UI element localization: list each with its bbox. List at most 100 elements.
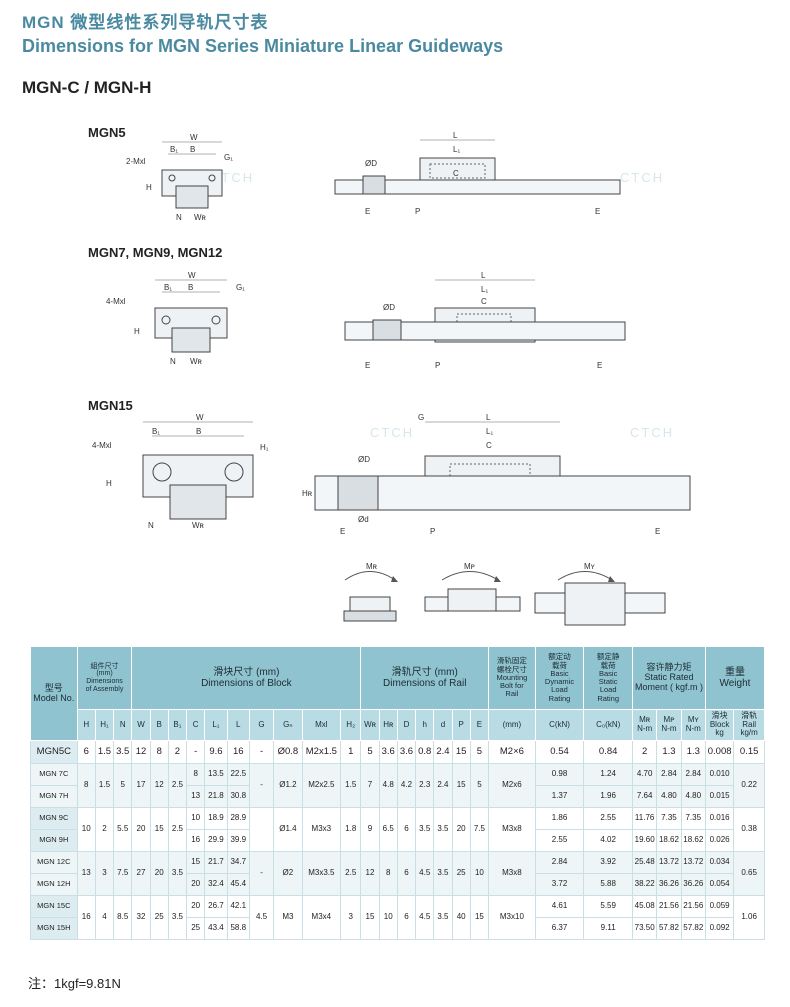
cell: M2×6: [488, 740, 536, 764]
cell: 6: [396, 807, 417, 852]
cell: 7.64: [631, 785, 658, 808]
model-cell: MGN 7C: [30, 763, 78, 786]
sub-header-cell: Mʀ N-m: [631, 709, 658, 741]
cell: 7: [360, 763, 380, 808]
cell: 13: [76, 851, 96, 896]
mgn7-12-front-drawing: W B B₁ G₁ 4-Mxl H N Wʀ: [106, 271, 245, 366]
cell: 6: [76, 740, 96, 764]
cell: 4.5: [248, 895, 275, 940]
cell: M3x10: [488, 895, 536, 940]
cell: 17: [131, 763, 151, 808]
cell: 1.5: [94, 740, 115, 764]
watermark: CTCH: [630, 425, 675, 440]
label-n: N: [170, 357, 176, 366]
cell: 32.4: [204, 873, 228, 896]
cell: -: [248, 740, 275, 764]
sub-header-cell: H: [76, 709, 96, 741]
cell: 20: [186, 895, 206, 918]
cell: 18.9: [204, 807, 228, 830]
cell: 0.092: [704, 917, 735, 940]
cell: 4.02: [583, 829, 633, 852]
cell: 20: [149, 851, 169, 896]
label-b: B: [188, 283, 193, 292]
sub-header-cell: N: [113, 709, 133, 741]
label-c: C: [486, 441, 492, 450]
table-row: MGN 9H 16 29.9 39.9 2.55 4.02 19.60 18.6…: [30, 829, 765, 852]
sub-header-cell: B: [149, 709, 169, 741]
cell: 36.26: [656, 873, 682, 896]
mgn15-side-drawing: L L₁ C G ØD Ød E P E Hʀ: [302, 413, 691, 536]
cell: 20: [131, 807, 151, 852]
label-c: C: [481, 297, 487, 306]
cell: 0.034: [704, 851, 735, 874]
cell: 5.59: [583, 895, 633, 918]
sub-header-cell: d: [433, 709, 453, 741]
label-e: E: [595, 207, 600, 216]
page-title-en: Dimensions for MGN Series Miniature Line…: [22, 36, 504, 56]
cell: 16: [226, 740, 250, 764]
label-p: P: [430, 527, 435, 536]
cell: 8: [378, 851, 398, 896]
label-e: E: [340, 527, 345, 536]
cell: 34.7: [226, 851, 250, 874]
label-wr: Wʀ: [192, 521, 205, 530]
table-row: MGN 15C 16 4 8.5 32 25 3.5 20 26.7 42.1 …: [30, 895, 765, 940]
cell: 5.88: [583, 873, 633, 896]
cell: 25: [186, 917, 206, 940]
cell: 3.5: [167, 851, 188, 896]
cell: 0.010: [704, 763, 735, 786]
cell: 2: [631, 740, 658, 764]
section-label-mgn7-12: MGN7, MGN9, MGN12: [88, 245, 223, 260]
cell: 0.008: [704, 740, 735, 764]
cell: 1.86: [534, 807, 585, 830]
model-cell: MGN 15H: [30, 917, 78, 940]
sub-header-cell: C: [186, 709, 206, 741]
cell: 2.84: [680, 763, 706, 786]
cell: 2.4: [433, 740, 453, 764]
label-n: N: [148, 521, 154, 530]
cell: Ø0.8: [273, 740, 303, 764]
label-e: E: [365, 361, 370, 370]
label-l: L: [453, 131, 458, 140]
cell: M3x3: [301, 807, 342, 852]
cell: 1.96: [583, 785, 633, 808]
cell: M2x6: [488, 763, 536, 808]
cell: 1.06: [733, 895, 765, 940]
section-label-mgn5: MGN5: [88, 125, 126, 140]
cell: 3.5: [433, 807, 453, 852]
cell: 1.24: [583, 763, 633, 786]
label-h: H: [134, 327, 140, 336]
cell: 4.61: [534, 895, 585, 918]
label-l1: L₁: [453, 145, 460, 154]
cell: 25.48: [631, 851, 658, 874]
cell: 2.84: [656, 763, 682, 786]
cell: 28.9: [226, 807, 250, 830]
label-my: Mʏ: [584, 562, 596, 571]
cell: 21.7: [204, 851, 228, 874]
cell: 15: [469, 895, 490, 940]
cell: 3: [94, 851, 115, 896]
cell: 4.5: [415, 851, 435, 896]
label-g1: G₁: [224, 153, 233, 162]
cell: 32: [131, 895, 151, 940]
cell: 18.62: [680, 829, 706, 852]
cell: 18.62: [656, 829, 682, 852]
cell: 15: [451, 763, 471, 808]
cell: 3.6: [378, 740, 398, 764]
label-p: P: [415, 207, 420, 216]
cell: 10: [378, 895, 398, 940]
cell: 2.5: [340, 851, 362, 896]
cell: M2x2.5: [301, 763, 342, 808]
cell: 1: [340, 740, 362, 764]
cell: M3x8: [488, 807, 536, 852]
cell: 10: [186, 807, 206, 830]
sub-header-cell: Gₙ: [273, 709, 303, 741]
cell: 2: [167, 740, 188, 764]
cell: 7.5: [113, 851, 133, 896]
sub-header-cell: G: [248, 709, 275, 741]
cell: 6: [396, 895, 417, 940]
cell: -: [186, 740, 206, 764]
cell: 5: [360, 740, 380, 764]
cell: 4.80: [656, 785, 682, 808]
header-assembly: 組件尺寸 (mm) Dimensions of Assembly: [76, 646, 133, 710]
